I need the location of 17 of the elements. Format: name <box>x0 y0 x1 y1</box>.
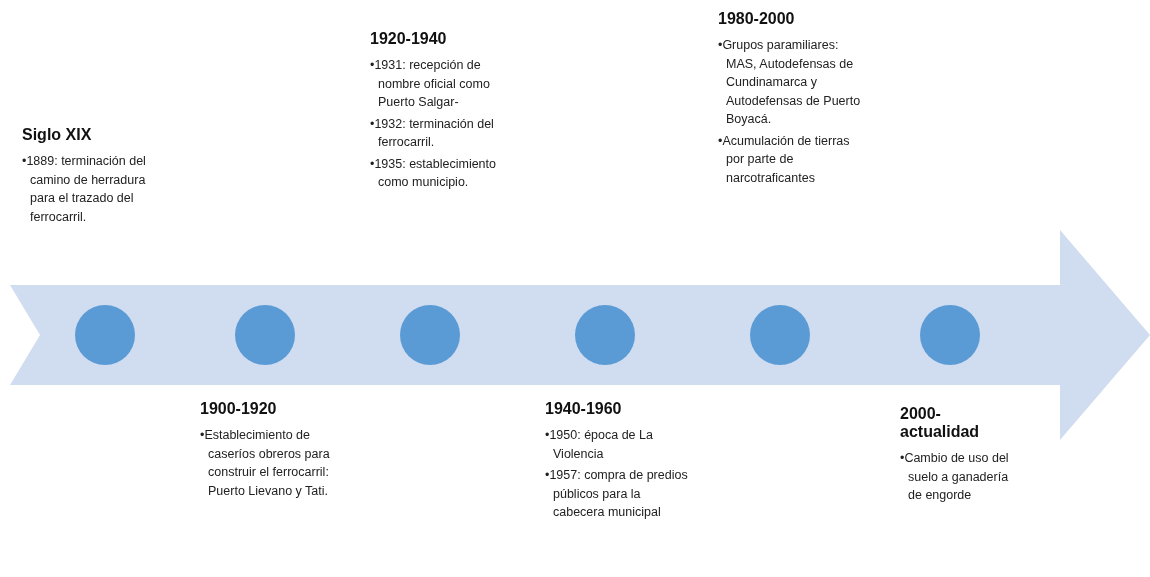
event-bullet: •1950: época de La Violencia <box>545 427 654 463</box>
event-bullet: •1935: establecimiento como municipio. <box>370 155 497 191</box>
period-heading: 1920-1940 <box>370 30 448 48</box>
event-bullet: •Acumulación de tierras por parte de narcotraficantes <box>718 132 851 187</box>
period-heading: 1980-2000 <box>718 10 796 28</box>
event-bullet: •1957: compra de predios públicos para la cabecera municipal <box>545 467 689 521</box>
event-bullet: •Cambio de uso del suelo a ganadería de engorde <box>900 450 1010 504</box>
period-heading: 1900-1920 <box>200 400 278 418</box>
event-bullet: •1931: recepción de nombre oficial como Puerto Salgar- <box>370 57 491 111</box>
event-bullet: •1932: terminación del ferrocarril. <box>370 115 495 151</box>
event-bullet: •Establecimiento de caseríos obreros para construir el ferrocarril: Puerto Lievano y Tati. <box>200 427 331 500</box>
timeline-arrow <box>10 230 1150 440</box>
period-heading: Siglo XIX <box>22 126 93 144</box>
period-heading: 1940-1960 <box>545 400 623 418</box>
event-bullet: •Grupos paramiliares: MAS, Autodefensas de Cundinamarca y Autodefensas de Puerto Boyacá. <box>718 37 862 128</box>
event-bullet: •1889: terminación del camino de herradura para el trazado del ferrocarril. <box>22 153 147 226</box>
period-heading: 2000-actualidad <box>900 405 981 441</box>
